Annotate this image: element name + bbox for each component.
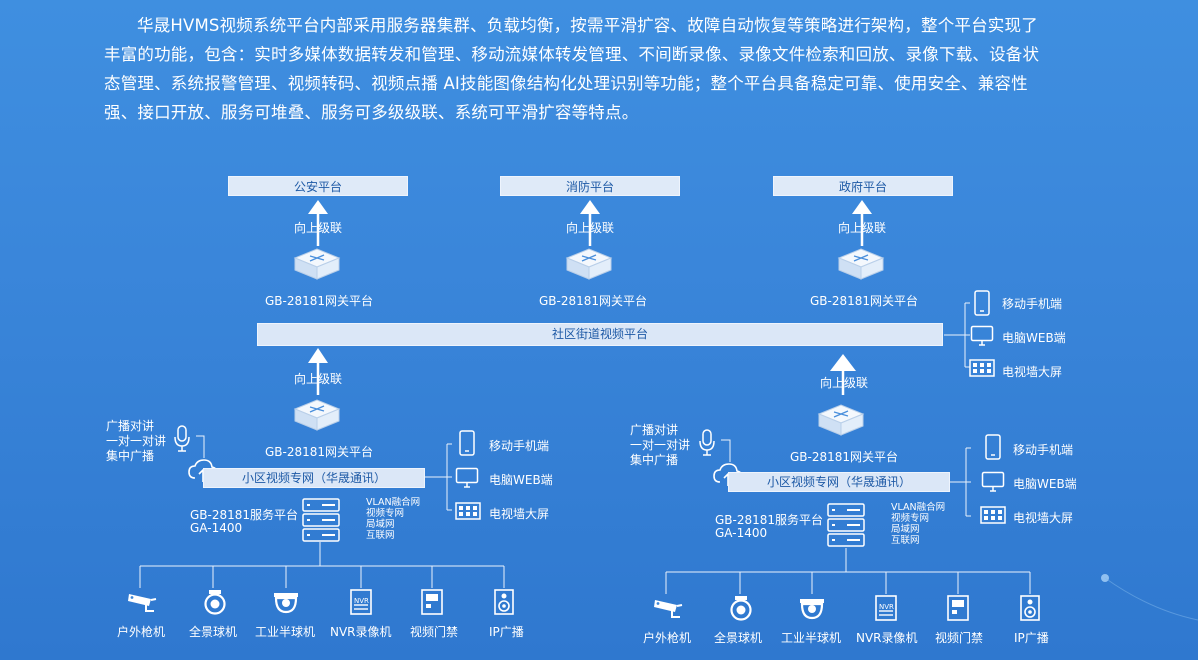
bullet-camera-icon: [654, 600, 683, 618]
gateway-label-2: GB-28181网关平台: [539, 294, 648, 308]
gateway-icon: [565, 248, 613, 280]
mobile-phone-icon: [974, 290, 990, 316]
half-dome-camera-icon: [274, 593, 298, 614]
computer-monitor-icon: [981, 471, 1005, 492]
net-type-4-right: 互联网: [891, 535, 920, 546]
left-terminal-mobile-label: 移动手机端: [489, 439, 550, 453]
video-wall-icon: [980, 506, 1006, 524]
terminal-web-label: 电脑WEB端: [1002, 331, 1066, 345]
intro-paragraph: 华晟HVMS视频系统平台内部采用服务器集群、负载均衡，按需平滑扩容、故障自动恢复…: [104, 16, 1040, 122]
community-network-right: 小区视频专网（华晟通讯）: [728, 472, 950, 492]
server-label-1: GB-28181服务平台: [190, 508, 299, 522]
microphone-icon: [699, 429, 715, 456]
net-type-3: 局域网: [366, 519, 395, 530]
platform-public-security: 公安平台: [228, 176, 408, 196]
dome-camera-icon: [204, 590, 226, 615]
net-type-1-right: VLAN融合网: [891, 502, 946, 513]
computer-monitor-icon: [970, 325, 994, 346]
cascade-label-1: 向上级联: [294, 221, 343, 235]
device-label-nvr-right: NVR录像机: [856, 631, 918, 645]
net-type-2: 视频专网: [366, 508, 405, 519]
broadcast-label-1: 广播对讲: [106, 419, 155, 433]
net-type-3-right: 局域网: [891, 524, 920, 535]
gateway-icon: [293, 248, 341, 280]
right-terminal-videowall-label: 电视墙大屏: [1013, 511, 1074, 525]
gateway-label-3: GB-28181网关平台: [810, 294, 919, 308]
device-label-outdoor-camera: 户外枪机: [117, 625, 166, 639]
nvr-recorder-icon: [875, 595, 897, 621]
mobile-phone-icon: [985, 434, 1001, 460]
mobile-phone-icon: [459, 430, 475, 456]
broadcast-label-1-right: 广播对讲: [630, 423, 679, 437]
device-label-panoramic-dome: 全景球机: [189, 625, 238, 639]
server-rack-icon: [827, 503, 865, 547]
platform-government: 政府平台: [773, 176, 953, 196]
half-dome-camera-icon: [800, 599, 824, 620]
device-label-video-access-right: 视频门禁: [935, 631, 984, 645]
cascade-label-2: 向上级联: [566, 221, 615, 235]
street-video-platform: 社区街道视频平台: [257, 323, 943, 346]
gateway-icon: [293, 399, 341, 431]
gateway-label-1: GB-28181网关平台: [265, 294, 374, 308]
broadcast-label-3: 集中广播: [106, 449, 155, 463]
terminal-mobile-label: 移动手机端: [1002, 297, 1063, 311]
cascade-label-3: 向上级联: [838, 221, 887, 235]
nvr-icon-text-right: NVR: [879, 603, 894, 611]
nvr-recorder-icon: [350, 589, 372, 615]
ip-speaker-icon: [1020, 595, 1040, 621]
broadcast-label-3-right: 集中广播: [630, 453, 679, 467]
terminal-videowall-label: 电视墙大屏: [1002, 365, 1063, 379]
device-label-ip-broadcast: IP广播: [489, 625, 524, 639]
broadcast-label-2: 一对一对讲: [106, 434, 167, 448]
server-label-2-right: GA-1400: [715, 526, 768, 540]
device-label-outdoor-camera-right: 户外枪机: [643, 631, 692, 645]
access-control-icon: [947, 595, 969, 621]
ip-speaker-icon: [494, 589, 514, 615]
device-label-industrial-half-dome: 工业半球机: [255, 625, 316, 639]
bullet-camera-icon: [128, 594, 157, 612]
net-type-4: 互联网: [366, 530, 395, 541]
right-terminal-web-label: 电脑WEB端: [1013, 477, 1077, 491]
gateway-label-5: GB-28181网关平台: [790, 450, 899, 464]
access-control-icon: [421, 589, 443, 615]
cascade-label-4: 向上级联: [294, 372, 343, 386]
server-rack-icon: [302, 498, 340, 542]
community-network-left: 小区视频专网（华晟通讯）: [203, 468, 425, 488]
microphone-icon: [174, 425, 190, 452]
net-type-1: VLAN融合网: [366, 497, 421, 508]
nvr-icon-text: NVR: [354, 597, 369, 605]
computer-monitor-icon: [455, 467, 479, 488]
device-label-nvr: NVR录像机: [330, 625, 392, 639]
broadcast-label-2-right: 一对一对讲: [630, 438, 691, 452]
device-label-video-access: 视频门禁: [410, 625, 459, 639]
net-type-2-right: 视频专网: [891, 513, 930, 524]
cascade-label-5: 向上级联: [820, 376, 869, 390]
gateway-icon: [817, 404, 865, 436]
right-terminal-mobile-label: 移动手机端: [1013, 443, 1074, 457]
server-label-1-right: GB-28181服务平台: [715, 513, 824, 527]
gateway-icon: [837, 248, 885, 280]
left-terminal-videowall-label: 电视墙大屏: [489, 507, 550, 521]
platform-fire: 消防平台: [500, 176, 680, 196]
left-terminal-web-label: 电脑WEB端: [489, 473, 553, 487]
gateway-label-4: GB-28181网关平台: [265, 445, 374, 459]
device-label-panoramic-dome-right: 全景球机: [714, 631, 763, 645]
server-label-2: GA-1400: [190, 521, 243, 535]
device-label-ip-broadcast-right: IP广播: [1014, 631, 1049, 645]
device-label-industrial-half-dome-right: 工业半球机: [781, 631, 842, 645]
video-wall-icon: [969, 359, 995, 377]
dome-camera-icon: [730, 596, 752, 621]
video-wall-icon: [455, 502, 481, 520]
